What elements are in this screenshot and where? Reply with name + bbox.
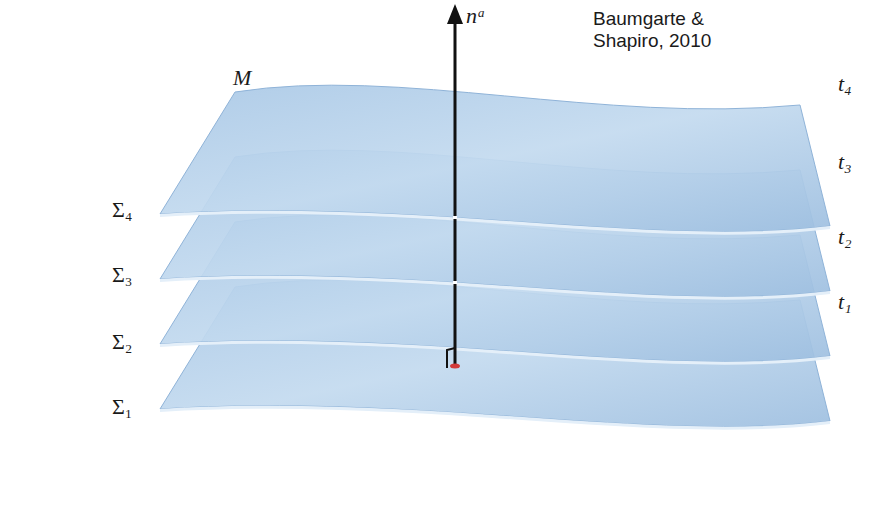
slice-label: Σ₃ — [112, 263, 132, 287]
slice-edge — [160, 341, 830, 365]
slice-label: Σ₂ — [112, 330, 132, 354]
normal-vector-line — [454, 22, 457, 366]
manifold-label: M — [233, 66, 251, 90]
slice-label: Σ₄ — [112, 198, 132, 222]
slice-edge — [160, 211, 830, 235]
credit-text: Baumgarte & Shapiro, 2010 — [593, 8, 723, 52]
slice-edge — [160, 406, 830, 430]
crossing-mark — [453, 281, 457, 284]
base-point — [450, 364, 460, 369]
time-label: t₄ — [838, 72, 852, 96]
slice-edge — [160, 276, 830, 300]
time-label: t₃ — [838, 150, 852, 174]
crossing-mark — [453, 216, 457, 219]
hypersurface-slice — [160, 85, 830, 232]
slice-label: Σ₁ — [112, 395, 132, 419]
time-label: t₂ — [838, 225, 852, 249]
normal-label: nᵃ — [466, 4, 486, 28]
time-label: t₁ — [838, 290, 852, 314]
normal-vector-head — [447, 4, 463, 24]
